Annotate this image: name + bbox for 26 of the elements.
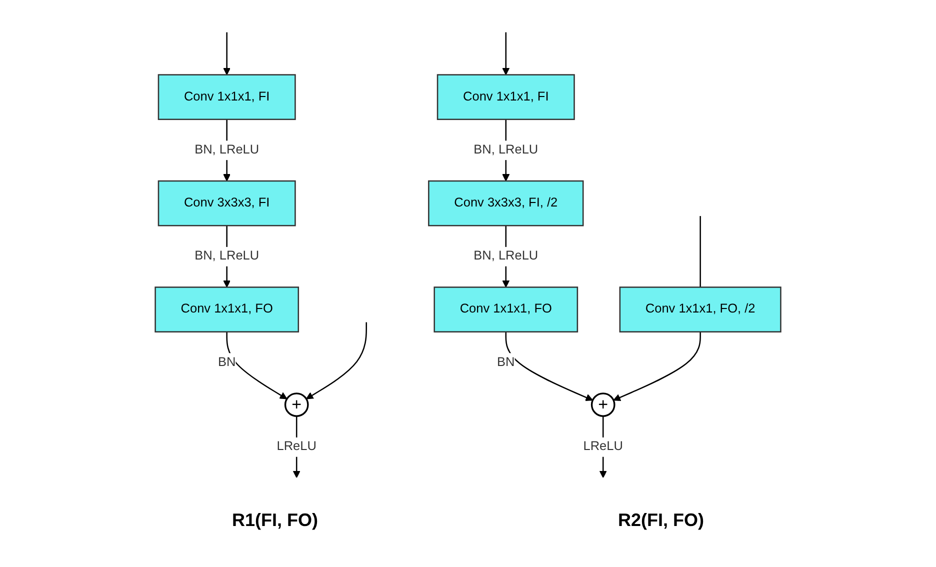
node-box: Conv 1x1x1, FI: [158, 74, 296, 120]
arrow: [505, 332, 594, 401]
edge-label: BN, LReLU: [194, 142, 260, 157]
arrow: [502, 32, 510, 76]
edge-label: BN, LReLU: [474, 142, 538, 157]
arrow: [223, 32, 231, 76]
node-box: Conv 1x1x1, FO: [154, 286, 299, 332]
connector: [700, 216, 701, 288]
node-circle: +: [284, 392, 309, 417]
node-box: Conv 3x3x3, FI, /2: [428, 180, 584, 226]
edge-label: BN, LReLU: [194, 248, 260, 263]
edge-label: BN: [218, 354, 236, 370]
arrow: [226, 332, 288, 400]
edge-label: BN: [497, 354, 515, 370]
node-circle: +: [590, 392, 616, 417]
arrow: [613, 332, 701, 401]
diagram-caption: R1(FI, FO): [232, 510, 318, 531]
node-box: Conv 1x1x1, FO: [434, 286, 578, 332]
edge-label: LReLU: [583, 439, 623, 454]
diagram-caption: R2(FI, FO): [618, 510, 704, 531]
edge-label: LReLU: [276, 439, 316, 454]
node-box: Conv 1x1x1, FI: [436, 74, 575, 120]
edge-label: BN, LReLU: [474, 248, 538, 263]
node-box: Conv 3x3x3, FI: [158, 180, 296, 226]
node-box: Conv 1x1x1, FO, /2: [619, 286, 782, 332]
arrow: [306, 322, 367, 400]
